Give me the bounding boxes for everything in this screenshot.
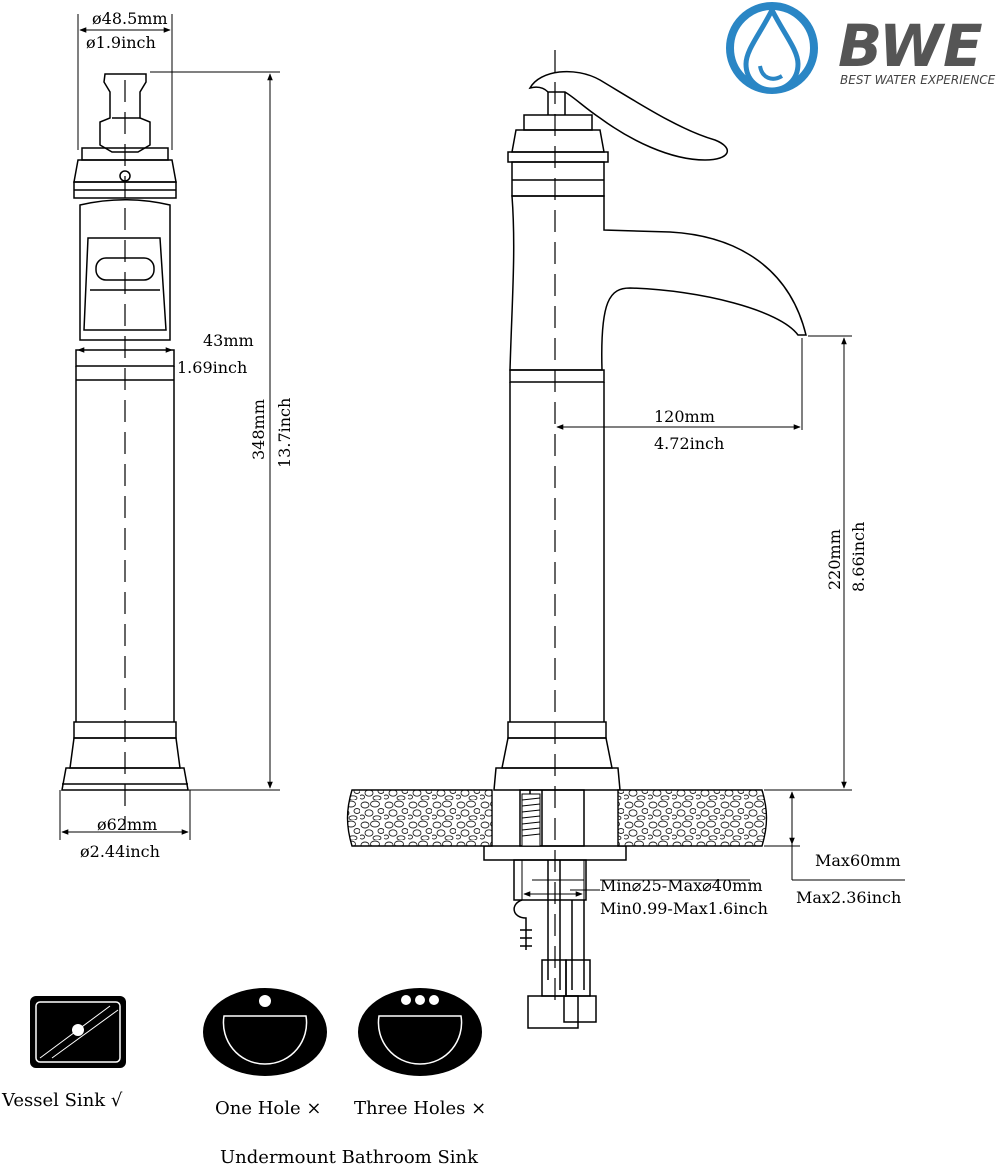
spout-height-mm: 220mm	[825, 529, 844, 590]
three-holes-label: Three Holes ×	[354, 1098, 486, 1119]
vessel-sink-icon	[30, 996, 126, 1068]
threaded-shank	[521, 793, 541, 847]
brand-tagline: BEST WATER EXPERIENCE	[840, 73, 996, 87]
deck-thickness-inch: Max2.36inch	[796, 888, 901, 907]
neck-inch: 1.69inch	[177, 358, 247, 377]
front-view	[61, 73, 189, 830]
brand-name: BWE	[838, 12, 983, 80]
logo: BWE BEST WATER EXPERIENCE	[726, 2, 996, 94]
side-view	[483, 50, 807, 1029]
base-inch: ø2.44inch	[80, 842, 160, 861]
spout-height-inch: 8.66inch	[849, 522, 868, 592]
hole-diameter-mm: Min⌀25-Max⌀40mm	[600, 876, 762, 895]
height-inch: 13.7inch	[275, 398, 294, 468]
neck-mm: 43mm	[203, 331, 254, 350]
front-dimensions	[59, 14, 280, 840]
one-hole-sink-icon	[203, 988, 327, 1076]
countertop-right	[617, 789, 768, 847]
hole-diameter-inch: Min0.99-Max1.6inch	[600, 899, 768, 918]
three-holes-sink-icon	[358, 988, 482, 1076]
deck-thickness-mm: Max60mm	[815, 851, 901, 870]
reach-mm: 120mm	[654, 407, 715, 426]
handle-diameter-mm: ø48.5mm	[92, 9, 168, 28]
one-hole-label: One Hole ×	[215, 1098, 321, 1119]
height-mm: 348mm	[249, 399, 268, 460]
countertop-left	[346, 789, 493, 847]
handle-diameter-inch: ø1.9inch	[86, 33, 156, 52]
undermount-label: Undermount Bathroom Sink	[220, 1147, 479, 1166]
vessel-sink-label: Vessel Sink √	[1, 1090, 123, 1111]
reach-inch: 4.72inch	[654, 434, 724, 453]
base-mm: ø62mm	[97, 815, 157, 834]
side-dimensions	[521, 335, 905, 900]
